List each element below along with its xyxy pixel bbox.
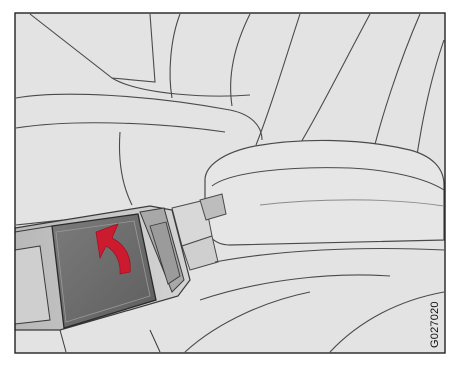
armrest [205,140,444,245]
figure-code-label: G027020 [429,301,441,348]
